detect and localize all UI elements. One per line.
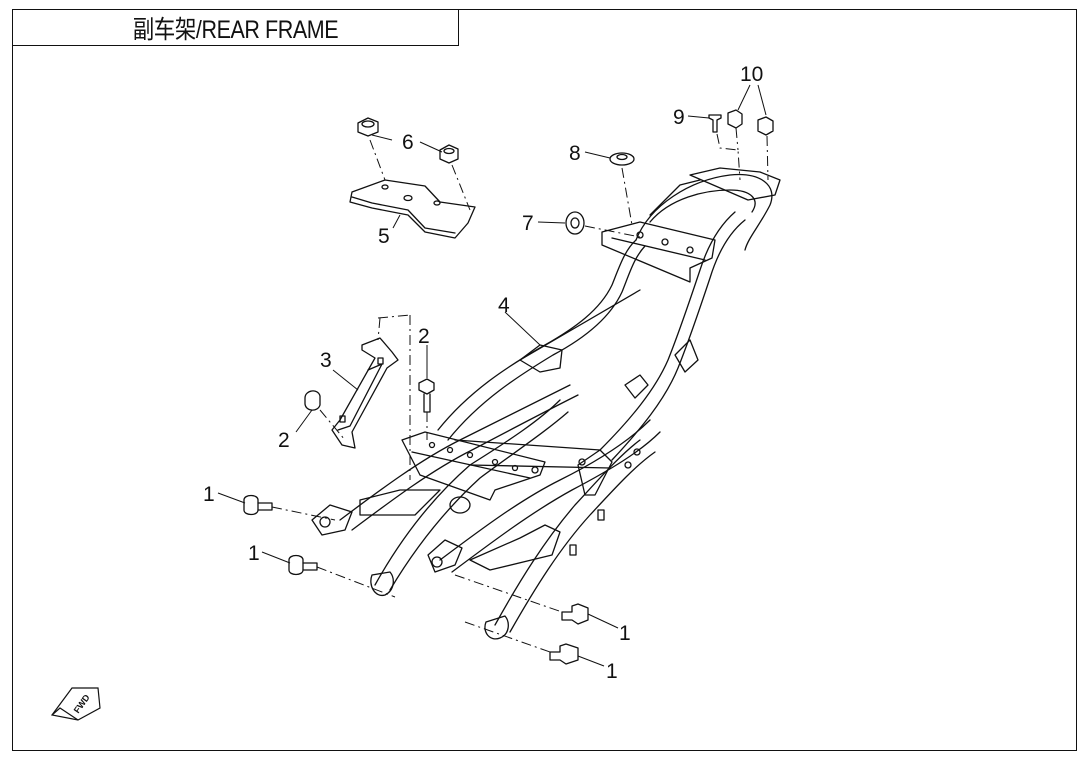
grommet-part-7 bbox=[565, 211, 585, 235]
callout-6: 6 bbox=[402, 131, 414, 154]
callout-3: 3 bbox=[320, 349, 332, 372]
callout-1: 1 bbox=[203, 483, 215, 506]
alignment-lines bbox=[271, 127, 769, 653]
callout-1: 1 bbox=[606, 660, 618, 683]
rear-frame-part-4 bbox=[311, 167, 781, 640]
bolt-part-1 bbox=[243, 494, 589, 665]
callout-10: 10 bbox=[740, 63, 763, 86]
grommet-part-8 bbox=[609, 152, 635, 166]
callout-9: 9 bbox=[673, 106, 685, 129]
callout-5: 5 bbox=[378, 225, 390, 248]
forward-direction-icon: FWD bbox=[50, 687, 101, 721]
screw-part-9 bbox=[708, 114, 722, 133]
page-title: 副车架/REAR FRAME bbox=[132, 15, 339, 44]
nut-part-10 bbox=[727, 109, 774, 136]
nut-part-6 bbox=[357, 117, 459, 164]
bolt-part-2 bbox=[304, 378, 435, 413]
callout-7: 7 bbox=[522, 212, 534, 235]
callout-2: 2 bbox=[418, 325, 430, 348]
fwd-label: FWD bbox=[72, 692, 92, 715]
leader-lines bbox=[217, 84, 767, 667]
callout-8: 8 bbox=[569, 142, 581, 165]
drawing-border bbox=[12, 9, 1077, 751]
bracket-plate-part-5 bbox=[349, 179, 476, 239]
callout-4: 4 bbox=[498, 294, 510, 317]
title-box: 副车架/REAR FRAME bbox=[12, 9, 459, 46]
callout-labels: 1 1 1 1 2 2 3 4 5 6 7 8 9 10 bbox=[203, 63, 763, 683]
callout-2: 2 bbox=[278, 429, 290, 452]
callout-1: 1 bbox=[619, 622, 631, 645]
bracket-part-3 bbox=[331, 337, 399, 449]
callout-1: 1 bbox=[248, 542, 260, 565]
